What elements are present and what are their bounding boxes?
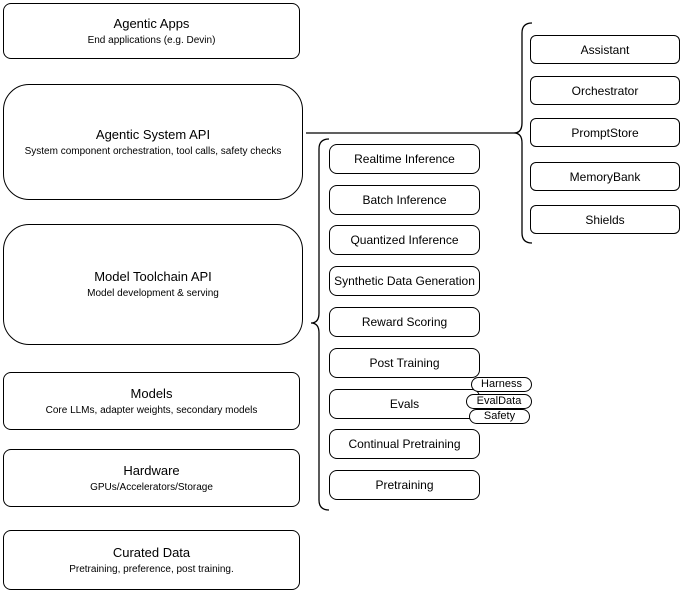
tag-label: EvalData — [476, 395, 522, 407]
node-label: Batch Inference — [362, 193, 447, 207]
node-hardware: Hardware GPUs/Accelerators/Storage — [3, 449, 300, 507]
node-label: Evals — [389, 397, 420, 411]
node-pretraining: Pretraining — [329, 470, 480, 500]
node-title: Agentic System API — [95, 126, 211, 142]
node-agentic-system-api: Agentic System API System component orch… — [3, 84, 303, 200]
node-quantized-inference: Quantized Inference — [329, 225, 480, 255]
node-realtime-inference: Realtime Inference — [329, 144, 480, 174]
node-subtitle: System component orchestration, tool cal… — [24, 145, 282, 157]
system-components-brace — [513, 22, 533, 244]
node-label: Synthetic Data Generation — [334, 274, 475, 288]
node-subtitle: Model development & serving — [87, 288, 219, 299]
node-label: Shields — [585, 212, 625, 227]
tag-evaldata: EvalData — [466, 394, 532, 409]
node-label: Orchestrator — [571, 83, 639, 98]
node-label: Reward Scoring — [361, 315, 448, 329]
node-curated-data: Curated Data Pretraining, preference, po… — [3, 530, 300, 590]
node-label: Realtime Inference — [354, 152, 455, 166]
node-evals: Evals — [329, 389, 480, 419]
node-assistant: Assistant — [530, 35, 680, 64]
node-subtitle: Pretraining, preference, post training. — [69, 563, 234, 575]
node-label: Assistant — [580, 42, 630, 57]
node-title: Agentic Apps — [113, 15, 190, 31]
node-synthetic-data-generation: Synthetic Data Generation — [329, 266, 480, 296]
tag-label: Safety — [483, 410, 516, 422]
node-batch-inference: Batch Inference — [329, 185, 480, 215]
node-title: Model Toolchain API — [94, 269, 212, 284]
node-reward-scoring: Reward Scoring — [329, 307, 480, 337]
node-continual-pretraining: Continual Pretraining — [329, 429, 480, 459]
node-label: Pretraining — [375, 478, 434, 492]
node-subtitle: End applications (e.g. Devin) — [87, 34, 216, 46]
node-model-toolchain-api: Model Toolchain API Model development & … — [3, 224, 303, 345]
tag-label: Harness — [481, 378, 522, 390]
node-label: Continual Pretraining — [348, 437, 461, 451]
node-label: MemoryBank — [569, 169, 641, 184]
node-models: Models Core LLMs, adapter weights, secon… — [3, 372, 300, 430]
node-orchestrator: Orchestrator — [530, 76, 680, 105]
node-subtitle: GPUs/Accelerators/Storage — [90, 481, 213, 493]
node-agentic-apps: Agentic Apps End applications (e.g. Devi… — [3, 3, 300, 59]
node-promptstore: PromptStore — [530, 118, 680, 147]
tag-safety: Safety — [469, 409, 530, 424]
node-memorybank: MemoryBank — [530, 162, 680, 191]
node-subtitle: Core LLMs, adapter weights, secondary mo… — [45, 404, 258, 416]
node-post-training: Post Training — [329, 348, 480, 378]
node-label: Post Training — [369, 356, 440, 370]
node-shields: Shields — [530, 205, 680, 234]
node-title: Models — [130, 385, 173, 401]
toolchain-brace — [310, 138, 330, 511]
node-title: Curated Data — [112, 544, 191, 560]
node-label: PromptStore — [571, 125, 639, 140]
node-label: Quantized Inference — [350, 233, 459, 247]
tag-harness: Harness — [471, 377, 532, 392]
node-title: Hardware — [123, 462, 180, 478]
